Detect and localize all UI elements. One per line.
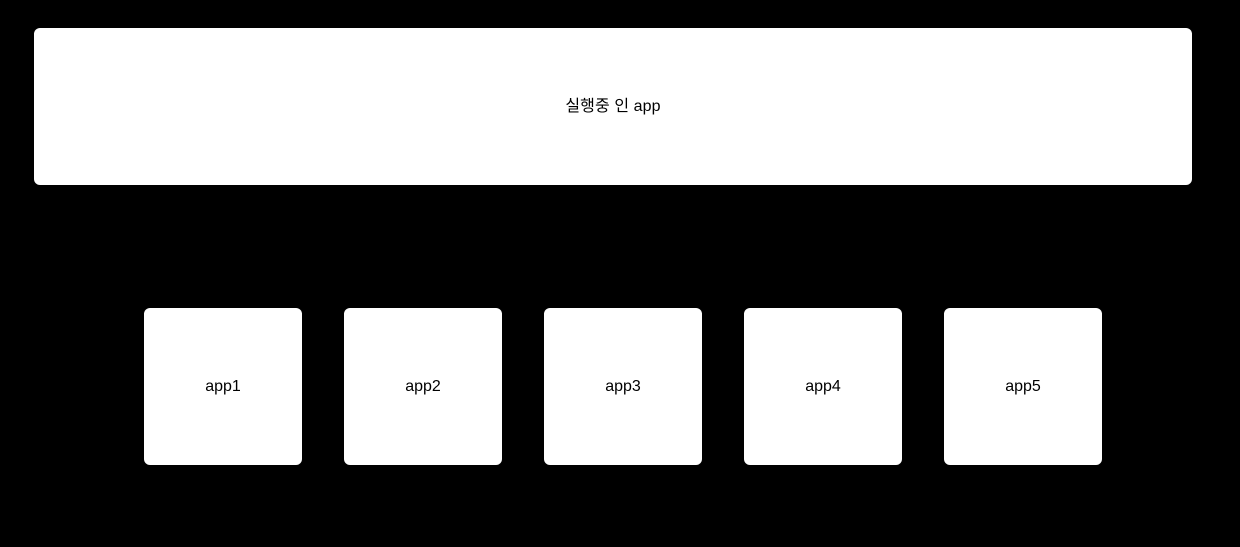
app-box-app3[interactable]: app3 (544, 308, 702, 465)
running-app-panel[interactable]: 실행중 인 app (34, 28, 1192, 185)
app-box-app4[interactable]: app4 (744, 308, 902, 465)
running-app-label: 실행중 인 app (565, 97, 661, 115)
app-box-label: app4 (805, 377, 841, 395)
app-box-app1[interactable]: app1 (144, 308, 302, 465)
app-box-app5[interactable]: app5 (944, 308, 1102, 465)
app-box-app2[interactable]: app2 (344, 308, 502, 465)
app-box-label: app3 (605, 377, 641, 395)
app-box-label: app2 (405, 377, 441, 395)
app-box-label: app1 (205, 377, 241, 395)
app-box-label: app5 (1005, 377, 1041, 395)
app-box-row: app1 app2 app3 app4 app5 (144, 308, 1103, 465)
